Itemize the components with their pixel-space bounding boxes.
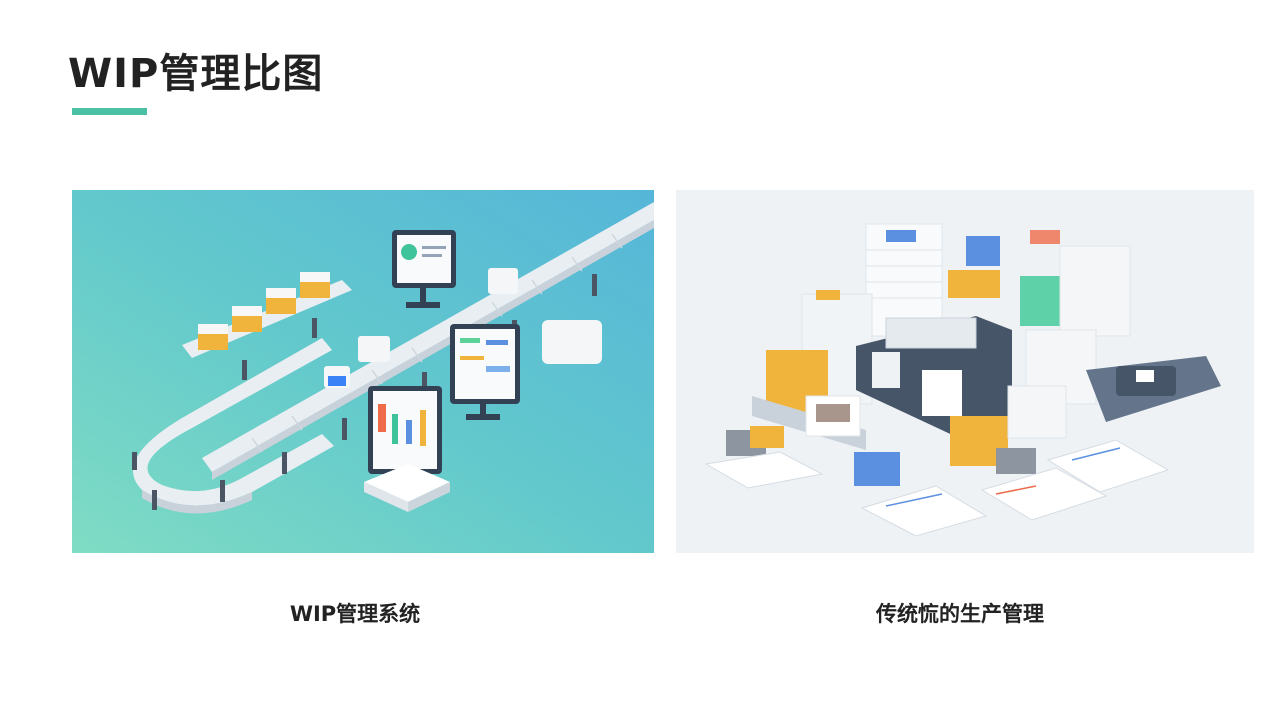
wip-box-icon bbox=[198, 272, 330, 350]
dashboard-monitor-icon bbox=[450, 324, 520, 420]
title-accent-bar bbox=[72, 108, 147, 115]
dashboard-monitor-icon bbox=[392, 230, 456, 308]
conveyor-belt-icon bbox=[132, 202, 654, 514]
server-stack-icon bbox=[865, 223, 943, 337]
traditional-management-illustration bbox=[676, 190, 1254, 553]
caption-wip-system: WIP管理系统 bbox=[289, 602, 421, 626]
paper-document-icon bbox=[704, 439, 1170, 537]
caption-traditional-management: 传统㤺的生产管理 bbox=[876, 602, 1044, 626]
slide-title: WIP管理比图 bbox=[68, 51, 324, 97]
wip-system-illustration bbox=[72, 190, 654, 553]
dashboard-monitor-icon bbox=[364, 386, 450, 512]
